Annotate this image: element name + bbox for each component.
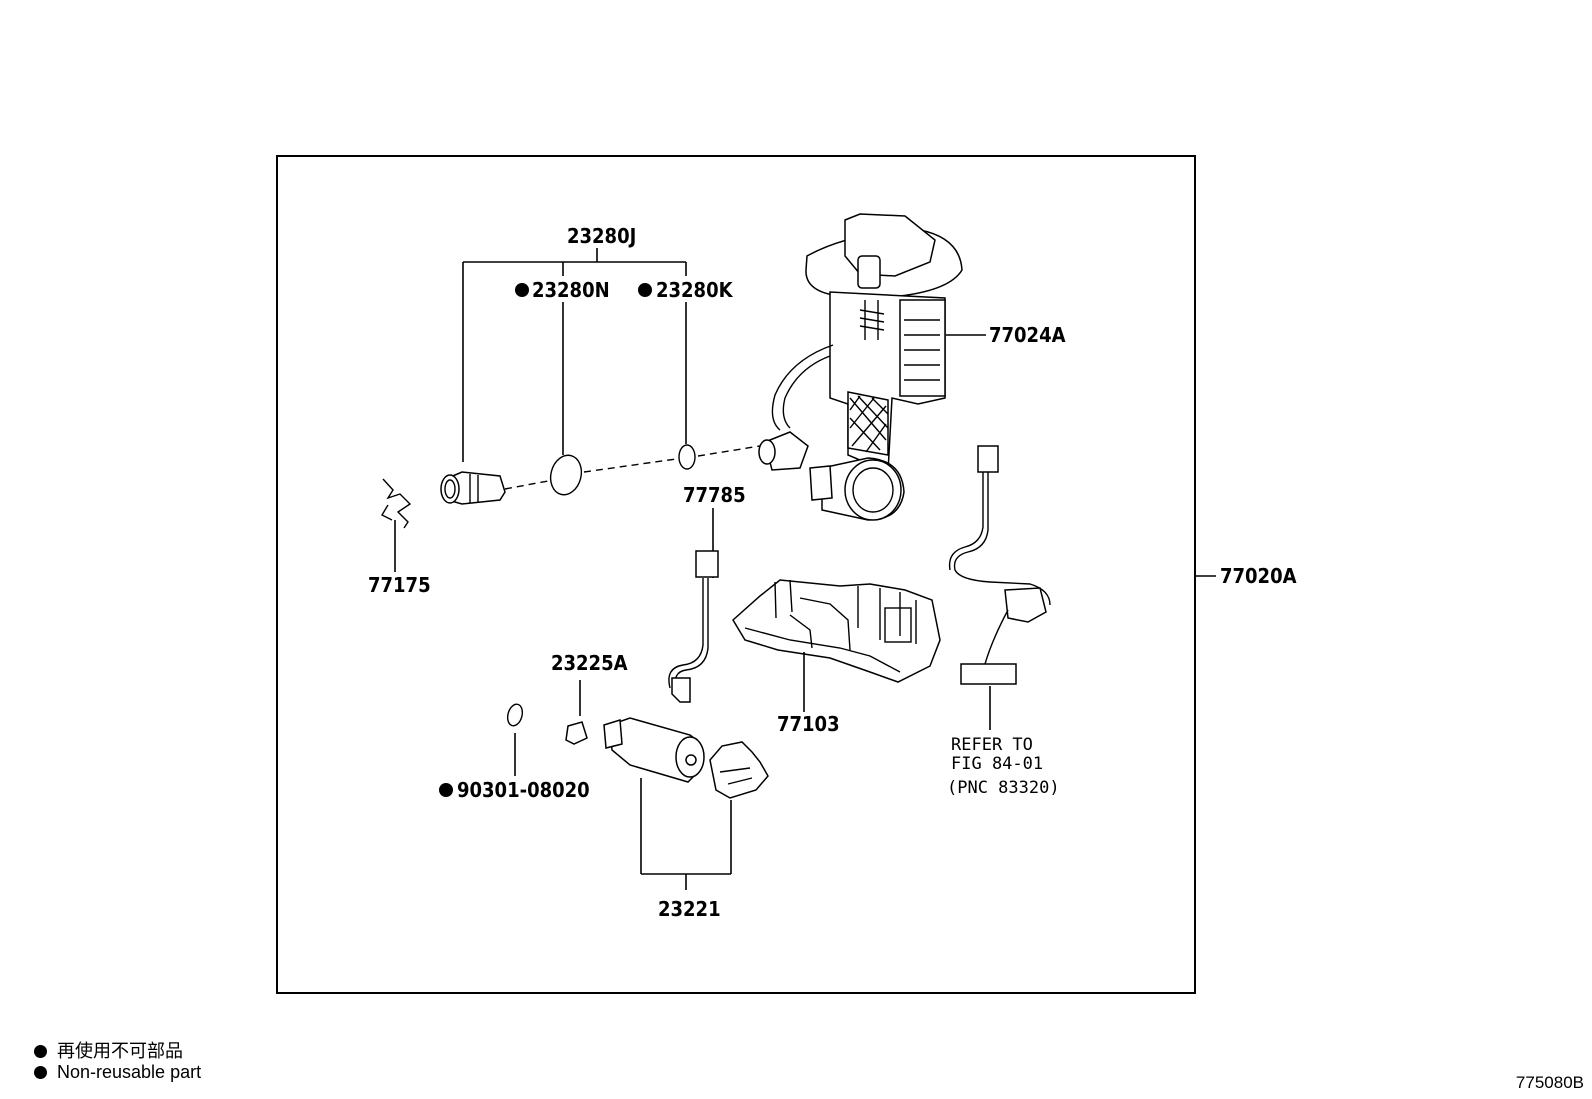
legend-en: Non-reusable part xyxy=(34,1062,201,1083)
legend-jp-text: 再使用不可部品 xyxy=(57,1041,183,1061)
o-ring-23280K-icon xyxy=(678,444,696,470)
fuel-pump-assembly-icon xyxy=(758,213,986,521)
sender-gauge-harness-icon xyxy=(948,445,1051,730)
wire-harness-77785-icon xyxy=(668,508,719,703)
label-77024A: 77024A xyxy=(989,323,1066,347)
o-ring-23280N-icon xyxy=(549,454,583,496)
non-reusable-dot-23280K xyxy=(638,283,652,297)
o-ring-90301-icon xyxy=(506,703,524,727)
label-23225A: 23225A xyxy=(551,651,628,675)
label-77103: 77103 xyxy=(777,712,840,736)
label-23280N: 23280N xyxy=(532,278,610,302)
legend-en-text: Non-reusable part xyxy=(57,1062,202,1082)
bullet-icon xyxy=(34,1066,47,1079)
clip-77175-icon xyxy=(381,478,412,572)
legend-jp: 再使用不可部品 xyxy=(34,1037,183,1063)
label-23280J: 23280J xyxy=(567,224,636,248)
bullet-icon xyxy=(34,1045,47,1058)
refer-to-line2: FIG 84-01 xyxy=(951,754,1043,774)
lower-case-77103-icon xyxy=(732,579,941,712)
refer-to-line3: (PNC 83320) xyxy=(947,778,1060,798)
label-77020A: 77020A xyxy=(1220,564,1297,588)
label-23280K: 23280K xyxy=(656,278,734,302)
bracket-23280J xyxy=(462,248,687,462)
label-23221: 23221 xyxy=(658,897,721,921)
label-77785: 77785 xyxy=(683,483,746,507)
non-reusable-dot-90301 xyxy=(439,783,453,797)
pump-filter-23225A-icon xyxy=(565,680,588,745)
fuel-pump-23221-icon xyxy=(603,717,769,890)
fuel-outlet-fitting-icon xyxy=(440,471,506,505)
label-90301-08020: 90301-08020 xyxy=(457,778,590,802)
label-77175: 77175 xyxy=(368,573,431,597)
figure-code: 775080B xyxy=(1515,1073,1584,1092)
non-reusable-dot-23280N xyxy=(515,283,529,297)
diagram-frame xyxy=(276,155,1196,994)
refer-to-line1: REFER TO xyxy=(951,735,1033,755)
